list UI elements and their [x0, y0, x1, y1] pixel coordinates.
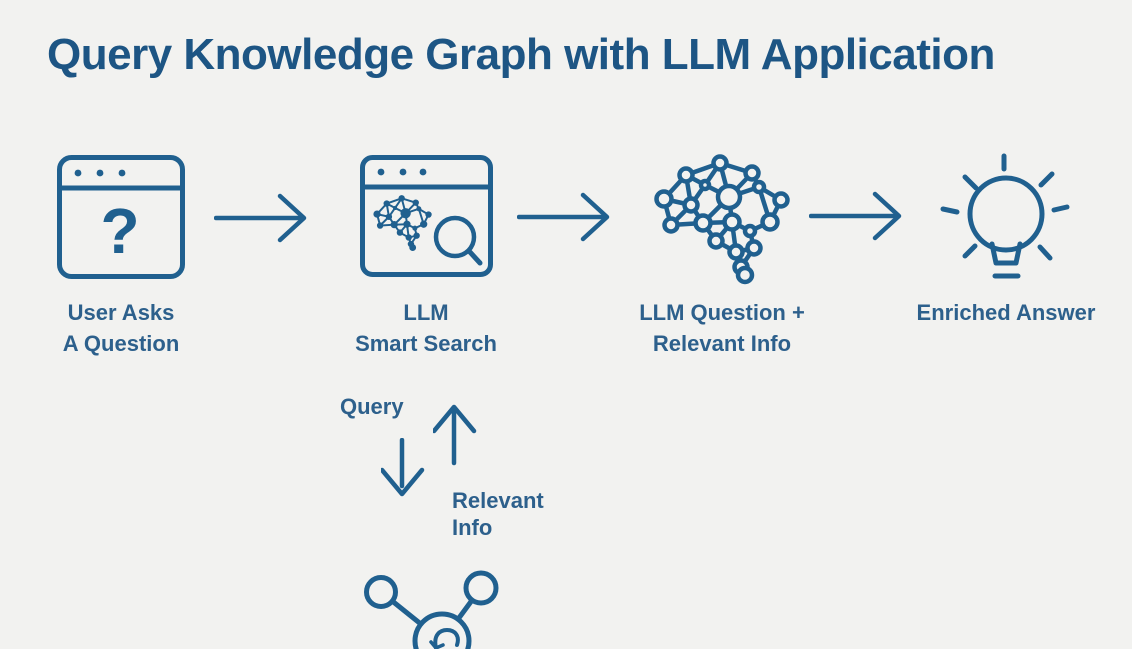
lightbulb-icon [940, 153, 1070, 279]
relevant-info-line: Info [452, 515, 493, 540]
relevant-info-label: Relevant Info [452, 487, 544, 541]
step-label-line: Relevant Info [652, 331, 792, 356]
window-frame [57, 155, 185, 279]
step-label-enriched-answer: Enriched Answer [886, 297, 1126, 328]
brain-network-icon [648, 151, 790, 289]
step-label-llm-question-relevant-info: LLM Question + Relevant Info [602, 297, 842, 359]
window-frame [360, 155, 493, 277]
magnifier-icon [433, 215, 483, 266]
bulb-globe [967, 175, 1045, 253]
arrow-right-icon [517, 192, 610, 242]
brain-search-browser-icon [360, 155, 493, 277]
knowledge-graph-icon [364, 570, 499, 649]
window-dots-icon [377, 168, 427, 176]
bulb-neck [989, 241, 1023, 266]
arrow-right-icon [809, 191, 902, 241]
step-label-user-asks-question: User Asks A Question [21, 297, 221, 359]
browser-question-icon: ? [57, 155, 185, 279]
page-title: Query Knowledge Graph with LLM Applicati… [47, 30, 995, 79]
graph-node [364, 575, 398, 609]
step-label-line: A Question [62, 331, 180, 356]
step-label-line: Smart Search [355, 331, 497, 356]
arrow-up-icon [433, 404, 477, 466]
step-label-line: LLM [403, 300, 449, 325]
query-label: Query [340, 394, 404, 419]
arrow-right-icon [214, 193, 307, 243]
return-arrow-glyph [429, 627, 460, 649]
lightbulb-rays [940, 153, 1070, 261]
relevant-info-line: Relevant [452, 488, 544, 513]
graph-node [463, 570, 499, 606]
window-dots-icon [74, 169, 126, 177]
step-label-llm-smart-search: LLM Smart Search [326, 297, 526, 359]
question-mark-glyph: ? [100, 195, 139, 267]
step-label-line: LLM Question + [639, 300, 805, 325]
step-label-line: User Asks [67, 300, 175, 325]
mini-brain-network-icon [373, 195, 432, 251]
step-label-line: Enriched Answer [916, 300, 1096, 325]
arrow-down-icon [381, 438, 425, 497]
